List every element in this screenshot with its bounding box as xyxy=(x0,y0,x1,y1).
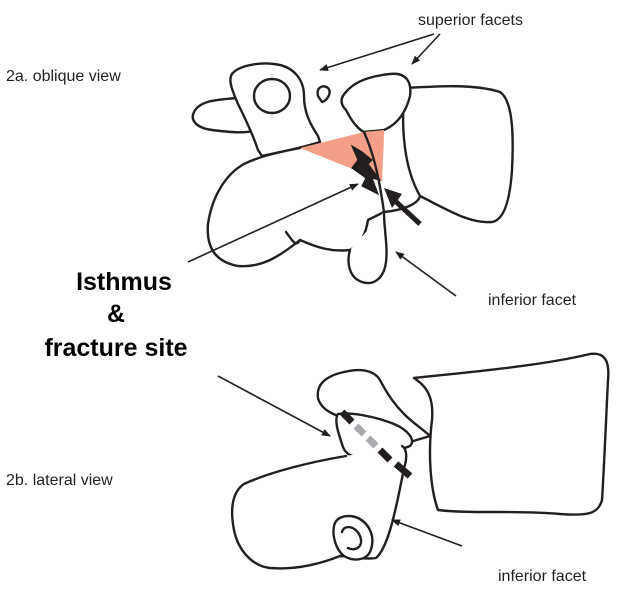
label-isthmus: Isthmus xyxy=(76,268,172,296)
label-inferior-facet-bottom: inferior facet xyxy=(498,568,587,585)
oblique-vertebra-drawing xyxy=(193,63,513,283)
label-ampersand: & xyxy=(107,300,125,328)
inferior-facet-arrow-top xyxy=(396,252,456,296)
oblique-superior-facet-left xyxy=(318,86,330,102)
oblique-vertebral-body xyxy=(403,86,513,222)
lateral-lamina xyxy=(232,446,406,568)
label-fracture-site: fracture site xyxy=(44,334,187,362)
oblique-superior-facet-right xyxy=(342,74,411,132)
superior-facet-arrow-left xyxy=(320,34,434,70)
label-inferior-facet-top: inferior facet xyxy=(488,292,577,309)
label-oblique-view: 2a. oblique view xyxy=(6,68,121,85)
isthmus-arrow-bottom xyxy=(218,376,330,436)
label-lateral-view: 2b. lateral view xyxy=(6,472,113,489)
label-superior-facets: superior facets xyxy=(418,12,523,29)
oblique-foramen xyxy=(254,79,290,113)
superior-facet-arrow-right xyxy=(412,34,440,64)
lateral-vertebral-body xyxy=(414,354,608,515)
lateral-vertebra-drawing xyxy=(232,354,608,569)
oblique-lamina xyxy=(208,148,420,266)
inferior-facet-arrow-bottom xyxy=(392,520,462,546)
